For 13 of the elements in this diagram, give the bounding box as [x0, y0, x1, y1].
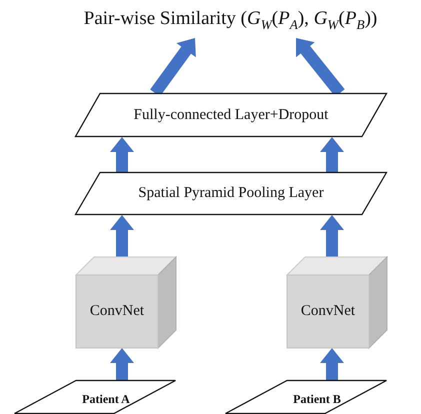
- block-arrow: [110, 348, 134, 380]
- block-label: ConvNet: [300, 303, 356, 320]
- block-arrow: [320, 348, 344, 380]
- block-arrow: [320, 137, 344, 172]
- layer-label: Patient A: [82, 392, 130, 406]
- output-label: Pair-wise Similarity (G$_{W}$(P$_{A}$), G$_{W}$(P$_{B}$)): [84, 8, 378, 32]
- block-arrow: [110, 215, 134, 257]
- layer-label: Patient B: [293, 392, 341, 406]
- layer-label: Spatial Pyramid Pooling Layer: [138, 185, 324, 202]
- block-label: ConvNet: [90, 303, 144, 320]
- layer-label: Fully-connected Layer+Dropout: [134, 106, 328, 124]
- block-arrow: [320, 215, 344, 257]
- block-arrow: [110, 137, 134, 172]
